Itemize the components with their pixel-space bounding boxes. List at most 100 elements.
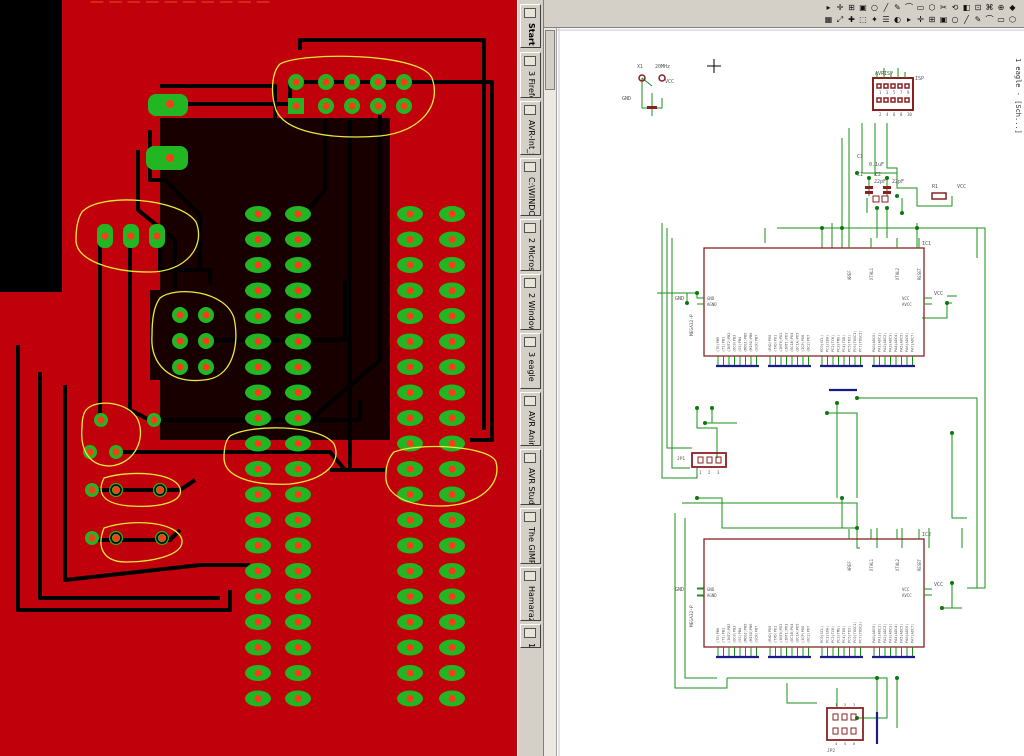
ic1-pad[interactable] <box>285 308 311 324</box>
toolbar-tool-icon[interactable]: ▣ <box>939 15 948 24</box>
toolbar-tool-icon[interactable]: ⬡ <box>1009 15 1016 24</box>
isp-pad[interactable] <box>396 98 412 114</box>
taskbar-item[interactable]: AVR Studio <box>520 449 541 505</box>
ic2-pad[interactable] <box>439 461 465 477</box>
isp-pad[interactable] <box>288 74 304 90</box>
ic1-pad[interactable] <box>245 206 271 222</box>
ic1-pad[interactable] <box>285 588 311 605</box>
ic2-pad[interactable] <box>397 333 423 350</box>
ic2-pad[interactable] <box>397 486 423 503</box>
ic2-pad[interactable] <box>439 690 465 707</box>
ic2-pad[interactable] <box>439 206 465 222</box>
taskbar-item[interactable]: C:\WINDOWS... <box>520 158 541 216</box>
isp-pad[interactable] <box>344 98 360 114</box>
toolbar-tool-icon[interactable]: ✦ <box>871 15 878 24</box>
ic2-pad[interactable] <box>397 588 423 605</box>
ic1-pad[interactable] <box>285 257 311 273</box>
header-pad[interactable] <box>172 307 188 323</box>
ic2-pad[interactable] <box>397 614 423 630</box>
ic2-pad[interactable] <box>439 512 465 528</box>
isp-pad[interactable] <box>344 74 360 90</box>
toolbar-tool-icon[interactable]: ⊞ <box>848 3 855 12</box>
toolbar-tool-icon[interactable]: ✚ <box>848 15 855 24</box>
toolbar-tool-icon[interactable]: ▣ <box>859 3 867 12</box>
taskbar-item[interactable]: 3 Firefox <box>520 52 541 98</box>
ic2-pad[interactable] <box>397 384 423 401</box>
led-pad[interactable] <box>85 531 99 545</box>
isp-pin1-pad[interactable] <box>288 98 304 114</box>
isp-pad[interactable] <box>318 98 334 114</box>
ic2-pad[interactable] <box>439 665 465 681</box>
ic2-pad[interactable] <box>439 435 465 452</box>
ic2-pad[interactable] <box>397 410 423 426</box>
header-pad[interactable] <box>172 333 188 349</box>
toolbar-tool-icon[interactable]: ⬚ <box>859 15 867 24</box>
ic2-pad[interactable] <box>439 359 465 375</box>
isp-pad[interactable] <box>370 98 386 114</box>
ic1-pad[interactable] <box>285 690 311 707</box>
ic2-pad[interactable] <box>397 282 423 299</box>
toolbar-tool-icon[interactable]: ╱ <box>964 15 969 24</box>
toolbar-tool-icon[interactable]: ✎ <box>974 15 982 24</box>
ic1-pad[interactable] <box>245 665 271 681</box>
ic2-pad[interactable] <box>397 690 423 707</box>
ic1-pad[interactable] <box>245 461 271 477</box>
toolbar-tool-icon[interactable]: ✛ <box>917 15 924 24</box>
header-pad[interactable] <box>198 307 214 323</box>
taskbar-item[interactable]: AVR Anime... <box>520 392 541 446</box>
ic1-pad[interactable] <box>285 537 311 554</box>
ic1-pad[interactable] <box>245 512 271 528</box>
ic1-pad[interactable] <box>285 384 311 401</box>
ic1-pad[interactable] <box>285 486 311 503</box>
ic1-pad[interactable] <box>285 206 311 222</box>
header-pad[interactable] <box>198 333 214 349</box>
toolbar-tool-icon[interactable]: ◆ <box>1009 3 1016 12</box>
ic1-pad[interactable] <box>285 359 311 375</box>
toolbar-tool-icon[interactable]: ▦ <box>824 15 833 24</box>
vertical-scrollbar[interactable] <box>544 28 557 756</box>
ic1-pad[interactable] <box>285 563 311 579</box>
ic2-pad[interactable] <box>397 231 423 248</box>
ic2-pad[interactable] <box>397 563 423 579</box>
ic2-pad[interactable] <box>397 435 423 452</box>
ic1-pad[interactable] <box>285 665 311 681</box>
button-pad[interactable] <box>83 445 97 459</box>
power-pad-1[interactable] <box>148 94 188 116</box>
regulator-pad[interactable] <box>149 224 165 248</box>
toolbar-tool-icon[interactable]: ╱ <box>883 3 889 12</box>
ic2-pad[interactable] <box>439 537 465 554</box>
ic2-pad[interactable] <box>439 486 465 503</box>
ic2-pad[interactable] <box>439 333 465 350</box>
toolbar-tool-icon[interactable]: ⬡ <box>928 3 936 12</box>
ic1-pad[interactable] <box>245 410 271 426</box>
start-button[interactable]: Start <box>520 4 541 48</box>
ic2-pad[interactable] <box>397 639 423 656</box>
taskbar-item[interactable]: Hamaraz 2... <box>520 567 541 621</box>
ic1-pad[interactable] <box>245 333 271 350</box>
regulator-pad[interactable] <box>123 224 139 248</box>
ic2-pad[interactable] <box>439 384 465 401</box>
toolbar-tool-icon[interactable]: ✎ <box>894 3 901 12</box>
ic2-pad[interactable] <box>397 359 423 375</box>
toolbar-tool-icon[interactable]: ✂ <box>940 3 947 12</box>
toolbar-tool-icon[interactable]: ▭ <box>997 15 1005 24</box>
toolbar-tool-icon[interactable]: ◧ <box>962 3 971 12</box>
led-pad[interactable] <box>85 483 99 497</box>
button-pad[interactable] <box>109 445 123 459</box>
ic2-pad[interactable] <box>439 563 465 579</box>
button-pad[interactable] <box>94 413 108 427</box>
ic1-pad[interactable] <box>245 563 271 579</box>
button-pad[interactable] <box>147 413 161 427</box>
toolbar-tool-icon[interactable]: ⊕ <box>997 3 1005 12</box>
scrollbar-thumb[interactable] <box>545 30 555 90</box>
toolbar-tool-icon[interactable]: ▸ <box>906 15 911 24</box>
ic1-pad[interactable] <box>245 614 271 630</box>
taskbar-item[interactable]: 2 Microsoft... <box>520 219 541 271</box>
ic1-pad[interactable] <box>245 282 271 299</box>
